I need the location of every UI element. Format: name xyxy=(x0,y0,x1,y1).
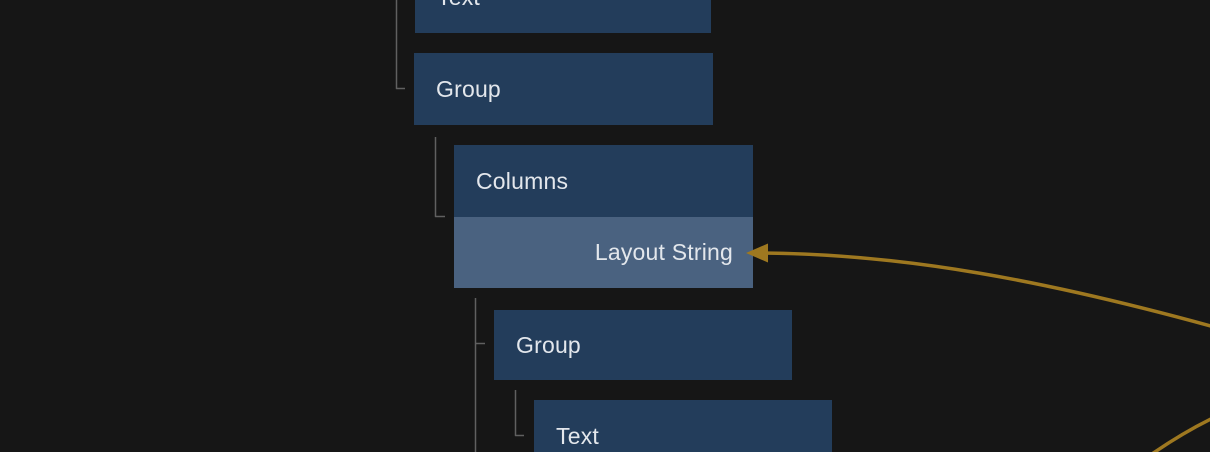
node-label: Group xyxy=(436,75,501,102)
port-layout-string[interactable]: Layout String xyxy=(454,217,753,288)
tree-node-group-top[interactable]: Group xyxy=(414,53,713,125)
port-label: Layout String xyxy=(594,239,733,265)
node-label: Columns xyxy=(476,167,569,194)
node-label: Text xyxy=(415,0,711,33)
connection-wire[interactable] xyxy=(1149,417,1210,452)
connection-wire[interactable] xyxy=(761,251,1210,328)
node-label: Group xyxy=(516,331,581,358)
tree-connector-line xyxy=(395,0,405,90)
tree-node-text-top[interactable]: Text xyxy=(415,0,711,33)
tree-connector-line xyxy=(514,390,524,437)
node-label: Text xyxy=(556,422,599,449)
tree-node-columns[interactable]: Columns Layout String xyxy=(454,145,753,288)
tree-node-group-mid[interactable]: Group xyxy=(494,310,792,380)
tree-connector-line xyxy=(434,137,445,218)
tree-node-text-bottom[interactable]: Text xyxy=(534,400,832,452)
